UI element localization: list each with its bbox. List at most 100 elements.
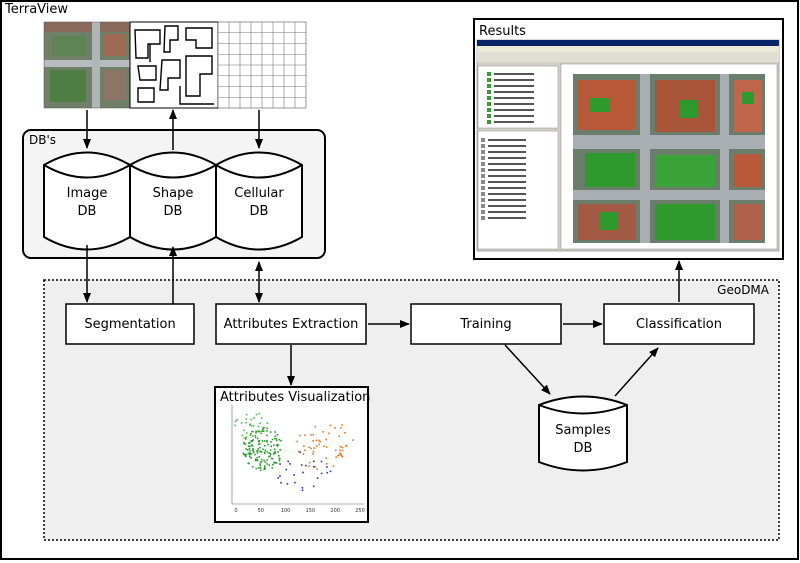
scatter-point <box>286 483 289 485</box>
theme-item-text <box>488 205 526 207</box>
results-app-titlebar <box>477 40 779 46</box>
scatter-point <box>340 452 342 455</box>
scatter-point <box>280 439 282 442</box>
scatter-point <box>245 453 248 456</box>
theme-item-icon <box>481 192 485 196</box>
scatter-point <box>335 456 337 458</box>
scatter-point <box>259 469 262 471</box>
scatter-point <box>241 434 244 437</box>
scatter-point <box>280 481 282 484</box>
samples-db: Samples DB <box>538 395 628 472</box>
scatter-point <box>264 465 266 467</box>
scatter-point <box>245 413 248 416</box>
scatter-points <box>234 412 354 491</box>
scatter-point <box>302 453 305 455</box>
tree-item-text <box>494 97 534 99</box>
scatter-point <box>275 438 278 440</box>
results-tree-items <box>481 72 534 220</box>
theme-item-text <box>488 157 526 159</box>
scatter-point <box>326 463 328 465</box>
scatter-point <box>315 439 318 442</box>
scatter-point <box>278 438 281 441</box>
scatter-point <box>267 443 269 446</box>
shape-thumbnail <box>129 21 219 109</box>
scatter-point <box>234 420 237 422</box>
scatter-point <box>257 443 260 446</box>
scatter-point <box>266 441 268 443</box>
scatter-point <box>328 432 330 435</box>
cellular-db-line1: Cellular <box>234 186 284 201</box>
theme-item-icon <box>481 150 485 154</box>
samples-db-line2: DB <box>574 441 593 456</box>
scatter-point <box>245 421 247 424</box>
scatter-point <box>338 454 340 456</box>
scatter-point <box>318 439 320 442</box>
scatter-point <box>314 465 317 468</box>
scatter-point <box>259 442 261 445</box>
scatter-x-tick: 150 <box>306 508 316 514</box>
tree-item-text <box>494 91 534 93</box>
results-screenshot <box>476 39 780 252</box>
shape-db: Shape DB <box>129 151 217 251</box>
scatter-point <box>323 445 325 447</box>
shape-db-line1: Shape <box>153 186 194 201</box>
scatter-point <box>277 451 279 453</box>
scatter-point <box>289 463 291 465</box>
theme-item-text <box>488 145 526 147</box>
scatter-point <box>263 468 265 471</box>
scatter-point <box>266 450 269 453</box>
scatter-point <box>248 462 250 465</box>
scatter-point <box>262 430 265 432</box>
scatter-point <box>313 447 316 449</box>
attributes-extraction-label: Attributes Extraction <box>224 317 359 332</box>
scatter-x-tick: 100 <box>281 508 291 514</box>
scatter-point <box>297 450 300 453</box>
scatter-point <box>257 430 259 433</box>
scatter-point <box>263 426 265 429</box>
scatter-point <box>276 445 279 447</box>
scatter-point <box>271 438 274 441</box>
scatter-point <box>264 467 266 470</box>
scatter-point <box>273 461 275 464</box>
scatter-point <box>250 424 253 427</box>
scatter-point <box>260 430 263 432</box>
theme-item-text <box>488 193 526 195</box>
scatter-point <box>301 489 304 491</box>
scatter-point <box>345 445 347 447</box>
training-label: Training <box>459 317 511 332</box>
scatter-point <box>266 434 268 437</box>
scatter-point <box>270 457 273 460</box>
scatter-point <box>266 422 269 424</box>
scatter-point <box>260 460 262 463</box>
theme-item-icon <box>481 144 485 148</box>
scatter-point <box>259 446 261 449</box>
scatter-point <box>279 475 281 477</box>
scatter-point <box>302 471 304 474</box>
segmentation-box <box>65 303 195 345</box>
results-app-toolbar <box>477 52 779 62</box>
scatter-point <box>260 417 263 419</box>
scatter-point <box>270 445 272 447</box>
terraview-title: TerraView <box>4 2 68 17</box>
theme-item-text <box>488 175 526 177</box>
scatter-point <box>305 464 307 467</box>
geodma-title: GeoDMA <box>717 283 770 297</box>
scatter-point <box>259 467 262 469</box>
scatter-point <box>301 487 304 489</box>
theme-item-text <box>488 139 526 141</box>
scatter-point <box>259 464 262 467</box>
scatter-point <box>254 434 257 437</box>
scatter-point <box>260 432 263 435</box>
scatter-point <box>249 423 251 425</box>
scatter-point <box>249 434 252 437</box>
scatter-point <box>339 449 341 451</box>
scatter-point <box>273 437 276 440</box>
scatter-point <box>341 455 343 457</box>
theme-item-icon <box>481 210 485 214</box>
tree-item-icon <box>487 102 491 106</box>
classification-box <box>603 303 755 345</box>
tree-item-icon <box>487 90 491 94</box>
results-theme-tree <box>477 130 559 250</box>
scatter-point <box>262 428 264 431</box>
